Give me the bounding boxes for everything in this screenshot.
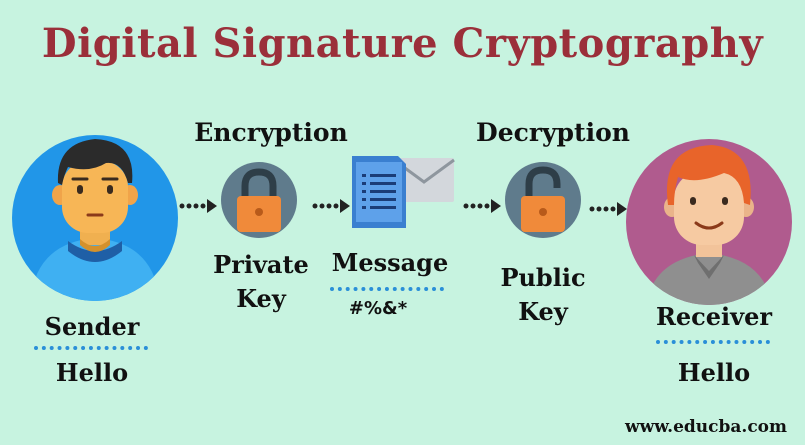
public-key-line2: Key <box>518 297 568 326</box>
sender-dotted-line <box>34 346 148 350</box>
message-label: Message <box>331 248 449 277</box>
arrow-message-to-lock <box>463 199 501 213</box>
sender-label: Sender <box>44 312 140 341</box>
sender-avatar-icon <box>12 135 178 301</box>
private-key-lock-icon <box>221 162 297 238</box>
public-key-line1: Public <box>500 263 586 292</box>
watermark: www.educba.com <box>624 417 787 437</box>
receiver-label: Receiver <box>655 302 773 331</box>
message-dotted-line <box>330 287 444 291</box>
receiver-dotted-line <box>656 340 770 344</box>
decryption-heading: Decryption <box>476 118 630 147</box>
private-key-line1: Private <box>213 250 309 279</box>
arrow-lock-to-receiver <box>589 202 627 216</box>
ciphertext: #%&* <box>348 298 408 319</box>
private-key-line2: Key <box>236 284 286 313</box>
receiver-message: Hello <box>677 358 751 387</box>
public-key-label: Public Key <box>478 261 608 329</box>
private-key-label: Private Key <box>196 248 326 316</box>
sender-message: Hello <box>55 358 129 387</box>
public-key-lock-icon <box>505 162 581 238</box>
arrow-lock-to-message <box>312 199 350 213</box>
message-document-icon <box>352 156 455 228</box>
arrow-sender-to-lock <box>179 199 217 213</box>
receiver-avatar-icon <box>626 139 792 305</box>
page-title: Digital Signature Cryptography <box>41 20 764 67</box>
encryption-heading: Encryption <box>194 118 348 147</box>
